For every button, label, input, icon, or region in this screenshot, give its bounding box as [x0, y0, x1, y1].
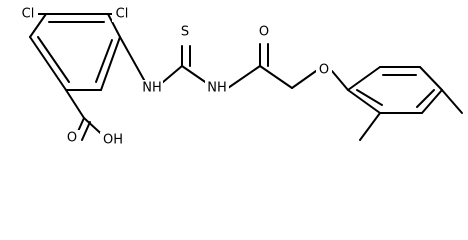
hydroxyl-label: OH: [103, 133, 123, 148]
bond: [259, 65, 293, 89]
label-background: [256, 24, 272, 40]
label-background: [205, 80, 229, 96]
bond: [29, 36, 67, 91]
ether-oxygen-label: O: [319, 63, 329, 78]
acid-oxygen-label: O: [67, 131, 77, 146]
nh-label: NH: [207, 81, 227, 96]
bond: [331, 70, 349, 91]
bond: [227, 65, 261, 89]
label-background: [141, 80, 163, 96]
chemical-structure-diagram: Cl Cl NH S NH O O O OH: [18, 6, 463, 148]
label-background: [64, 130, 80, 146]
bond: [29, 13, 47, 38]
bond: [100, 36, 121, 91]
chlorine-label: Cl: [116, 7, 129, 22]
bond: [347, 89, 381, 114]
bond: [95, 39, 113, 83]
amide-oxygen-label: O: [259, 25, 269, 40]
bond: [419, 66, 443, 91]
bond: [347, 66, 381, 91]
label-background: [18, 6, 38, 22]
nh-label: NH: [142, 81, 162, 96]
bond: [291, 70, 317, 89]
bond: [416, 89, 435, 108]
bond: [441, 89, 463, 114]
structure-canvas: Cl Cl NH S NH O O O OH: [18, 6, 463, 148]
bond: [359, 112, 381, 141]
bond: [81, 121, 91, 141]
label-background: [316, 62, 332, 78]
label-background: [100, 132, 126, 148]
label-background: [112, 6, 132, 22]
label-background: [177, 24, 193, 40]
bond: [37, 36, 70, 83]
sulfur-label: S: [181, 25, 189, 40]
bond: [356, 89, 383, 106]
chlorine-label: Cl: [22, 7, 35, 22]
bond: [65, 89, 85, 119]
bond: [107, 13, 121, 38]
bond: [421, 89, 443, 114]
bond: [119, 36, 149, 88]
